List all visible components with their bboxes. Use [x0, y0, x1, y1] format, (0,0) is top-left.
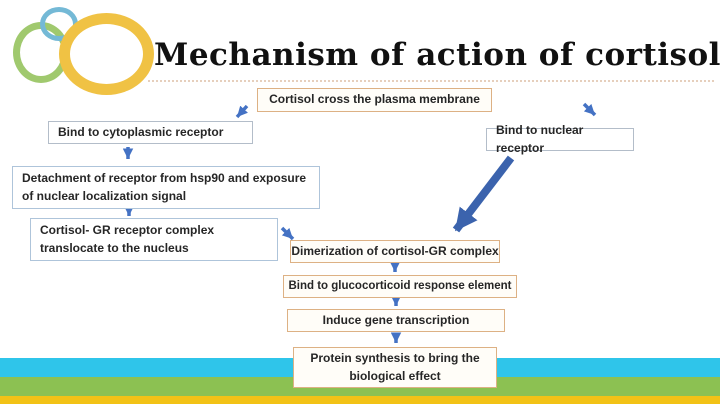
arrow-translocate-to-dimerization	[280, 226, 295, 241]
node-induce-transcription: Induce gene transcription	[287, 309, 505, 332]
footer-stripe-yellow	[0, 396, 720, 404]
arrow-membrane-to-nuclear	[582, 102, 597, 117]
node-bind-cytoplasmic-receptor: Bind to cytoplasmic receptor	[48, 121, 253, 144]
decorative-ring-yellow-icon	[59, 13, 154, 95]
node-bind-gre: Bind to glucocorticoid response element	[283, 275, 517, 298]
arrow-membrane-to-cytoplasmic	[235, 104, 249, 119]
node-cortisol-gr-translocate: Cortisol- GR receptor complex translocat…	[30, 218, 278, 261]
page-title: Mechanism of action of cortisol	[154, 37, 720, 73]
node-dimerization: Dimerization of cortisol-GR complex	[290, 240, 500, 263]
node-bind-nuclear-receptor: Bind to nuclear receptor	[486, 123, 634, 155]
title-underline	[148, 80, 714, 82]
node-detachment-hsp90: Detachment of receptor from hsp90 and ex…	[12, 166, 320, 209]
arrow-nuclear-to-dimerization	[452, 155, 515, 233]
node-cortisol-cross-membrane: Cortisol cross the plasma membrane	[257, 88, 492, 112]
node-protein-synthesis: Protein synthesis to bring the biologica…	[293, 347, 497, 388]
